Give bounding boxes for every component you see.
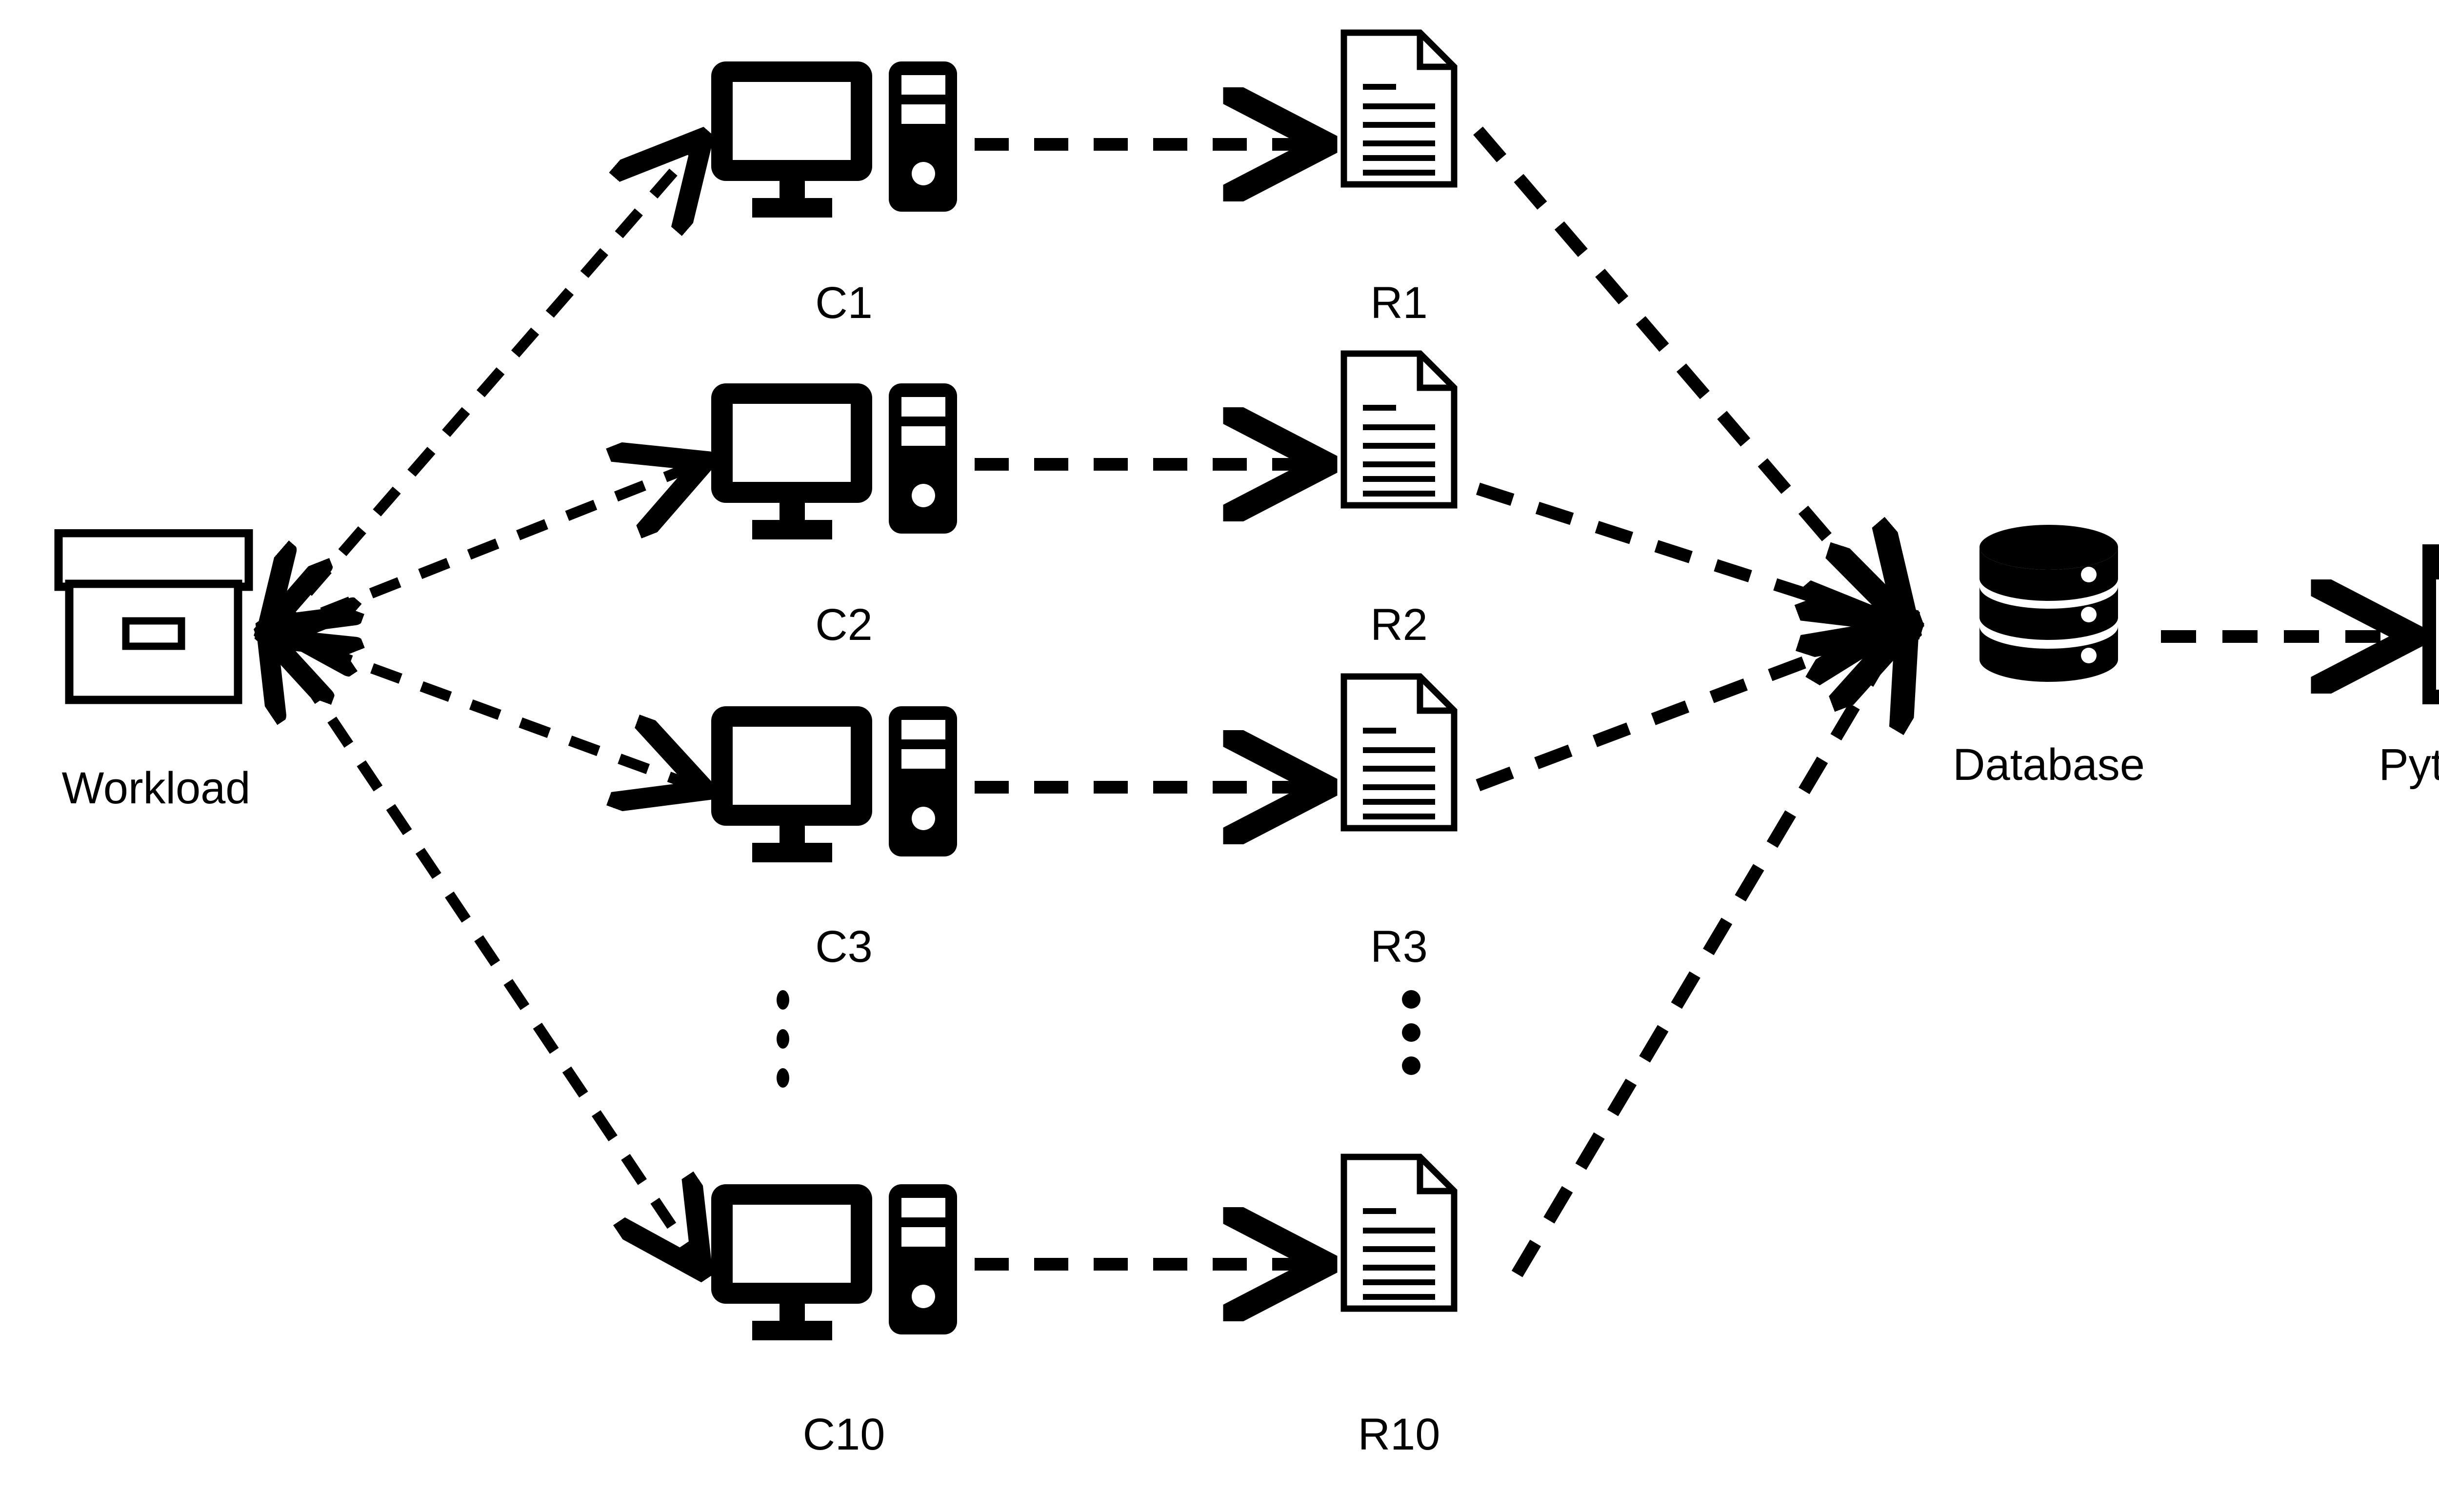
node-label-r2: R2 (1370, 600, 1428, 650)
desktop-computer-icon (711, 61, 957, 218)
database-cylinder-icon (1979, 525, 2118, 682)
node-label-r1: R1 (1370, 278, 1428, 328)
node-label-c1: C1 (815, 278, 873, 328)
edge-workload-c10 (273, 632, 698, 1264)
node-client-c10[interactable] (707, 1180, 980, 1341)
node-client-c1[interactable] (707, 58, 980, 219)
node-client-c3[interactable] (707, 702, 980, 863)
node-python-script[interactable] (2419, 541, 2439, 707)
desktop-computer-icon (711, 383, 957, 539)
node-workload[interactable] (54, 529, 254, 705)
node-label-c3: C3 (815, 922, 873, 972)
edge-r1-database (1473, 126, 1902, 625)
node-client-c2[interactable] (707, 379, 980, 540)
edge-workload-c2 (273, 464, 698, 632)
node-label-database: Database (1953, 740, 2145, 790)
code-window-icon (2422, 544, 2439, 704)
node-report-r1[interactable] (1340, 29, 1458, 188)
node-label-r10: R10 (1358, 1410, 1440, 1459)
document-icon (1340, 350, 1458, 509)
node-label-python-script: Python Script (2379, 740, 2439, 790)
edge-workload-c3 (273, 632, 698, 787)
document-icon (1340, 673, 1458, 832)
node-label-c10: C10 (802, 1410, 885, 1459)
document-icon (1340, 29, 1458, 188)
client-column-ellipsis (773, 990, 793, 1088)
edge-workload-c1 (273, 144, 698, 632)
node-label-r3: R3 (1370, 922, 1428, 972)
node-database[interactable] (1976, 522, 2122, 722)
edge-r2-database (1476, 482, 1902, 625)
report-column-ellipsis (1401, 990, 1421, 1075)
node-report-r2[interactable] (1340, 350, 1458, 509)
desktop-computer-icon (711, 1184, 957, 1340)
node-report-r10[interactable] (1340, 1154, 1458, 1312)
document-icon (1340, 1154, 1458, 1312)
archive-box-icon (54, 529, 253, 704)
node-report-r3[interactable] (1340, 673, 1458, 832)
edge-r3-database (1476, 625, 1902, 792)
desktop-computer-icon (711, 706, 957, 862)
node-label-workload: Workload (61, 763, 251, 813)
edge-r10-database (1511, 625, 1902, 1277)
node-label-c2: C2 (815, 600, 873, 650)
